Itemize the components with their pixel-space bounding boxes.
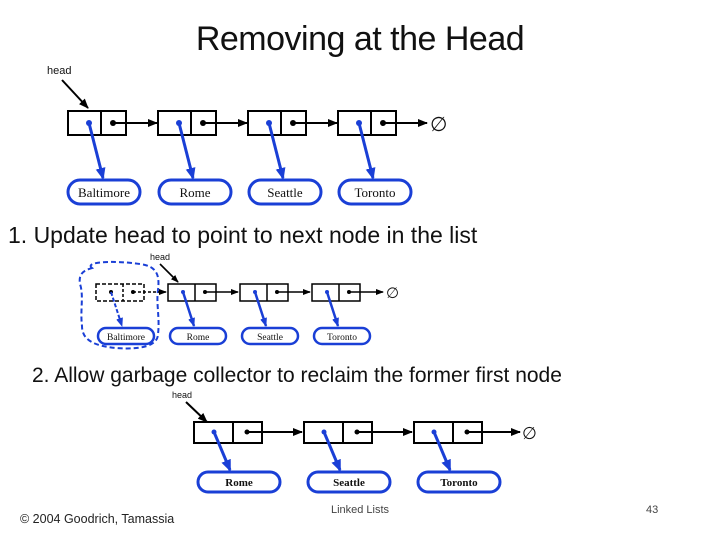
element-oval — [196, 470, 282, 494]
head-pointer-arrow — [159, 263, 179, 283]
head-label: head — [47, 65, 71, 77]
footer-copyright: © 2004 Goodrich, Tamassia — [20, 512, 175, 526]
null-symbol: ∅ — [430, 112, 447, 136]
null-symbol: ∅ — [522, 424, 537, 444]
element-label: Rome — [225, 477, 253, 489]
element-arrow — [253, 291, 268, 327]
element-arrow — [267, 122, 286, 180]
element-arrow — [181, 291, 196, 327]
element-oval — [168, 326, 228, 346]
element-label: Toronto — [327, 333, 357, 343]
removed-node-highlight — [78, 260, 160, 350]
head-label: head — [150, 252, 170, 262]
element-arrow — [177, 122, 196, 180]
element-label: Seattle — [257, 333, 283, 343]
element-oval — [312, 326, 372, 346]
footer-topic: Linked Lists — [330, 504, 390, 516]
slide-title: Removing at the Head — [195, 20, 525, 58]
removed-list-node — [95, 283, 145, 302]
step-2-text: 2. Allow garbage collector to reclaim th… — [32, 364, 562, 387]
element-arrow — [325, 291, 340, 327]
head-label: head — [172, 390, 192, 400]
element-label: Toronto — [440, 477, 478, 489]
head-pointer-arrow — [61, 79, 89, 109]
diagram-1: head ∅ — [47, 65, 447, 206]
element-oval — [66, 178, 142, 206]
element-label: Rome — [179, 185, 210, 200]
element-oval — [306, 470, 392, 494]
element-oval — [96, 326, 156, 346]
element-oval — [157, 178, 233, 206]
element-label: Toronto — [355, 185, 396, 200]
element-arrow — [87, 122, 106, 180]
element-label: Baltimore — [107, 333, 145, 343]
element-arrow — [432, 431, 452, 472]
diagram-2: head ∅ B — [78, 252, 399, 350]
element-arrow — [212, 431, 232, 472]
element-label: Rome — [187, 333, 210, 343]
page-number: 43 — [646, 504, 659, 516]
element-oval — [416, 470, 502, 494]
null-symbol: ∅ — [386, 284, 399, 302]
list-node-2 — [157, 110, 217, 136]
element-oval — [247, 178, 323, 206]
element-label: Seattle — [267, 185, 303, 200]
element-arrow — [322, 431, 342, 472]
element-oval — [337, 178, 413, 206]
step-1-text: 1. Update head to point to next node in … — [8, 222, 478, 248]
head-pointer-arrow — [185, 401, 208, 423]
list-node-4 — [311, 283, 361, 302]
diagram-3: head ∅ Rome Seattle Toronto — [172, 390, 537, 494]
element-oval — [240, 326, 300, 346]
element-arrow — [357, 122, 376, 180]
element-label: Baltimore — [78, 185, 130, 200]
element-label: Seattle — [333, 477, 365, 489]
